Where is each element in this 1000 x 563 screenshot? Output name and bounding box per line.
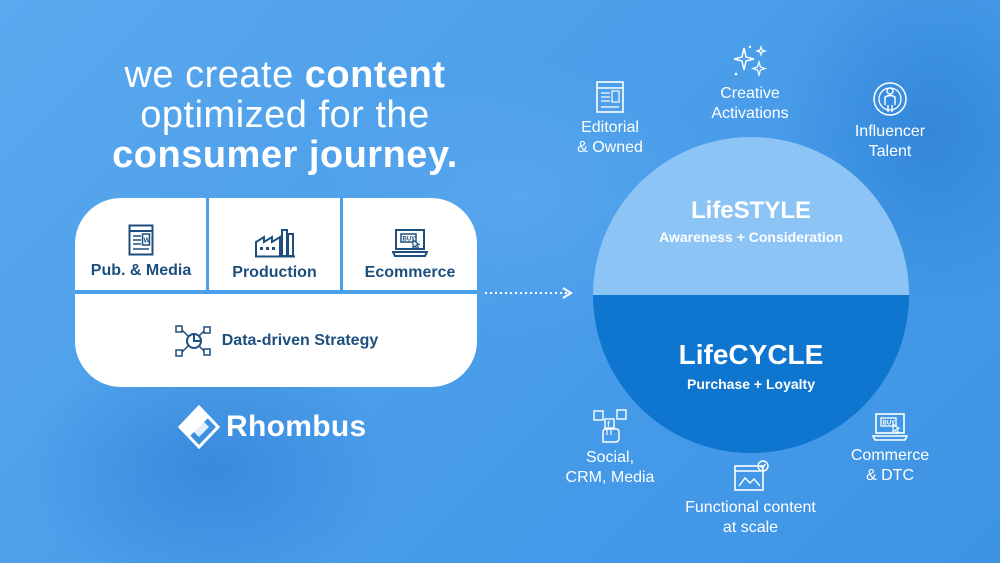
sparkles-icon <box>733 45 768 78</box>
divider <box>206 198 209 293</box>
headline-line-3: consumer journey. <box>112 134 458 176</box>
social-hand-icon: f <box>593 409 627 443</box>
headline-bold-text: content <box>304 54 446 96</box>
svg-text:BUY: BUY <box>883 421 896 427</box>
lifestyle-subtitle: Awareness + Consideration <box>659 229 843 245</box>
service-label: Production <box>232 264 317 281</box>
lifecycle-half <box>593 295 909 453</box>
data-network-icon <box>175 324 211 357</box>
brand-logo: Rhombus <box>178 405 366 449</box>
spoke-creative: Creative Activations <box>695 44 805 124</box>
svg-text:BUY: BUY <box>403 237 416 243</box>
spoke-line-2: CRM, Media <box>565 469 655 486</box>
strategy-label: Data-driven Strategy <box>221 331 379 349</box>
spoke-commerce: BUY Commerce & DTC <box>835 412 945 486</box>
lifecycle-subtitle: Purchase + Loyalty <box>686 376 815 392</box>
spoke-line-2: & Owned <box>577 139 643 156</box>
image-check-icon <box>733 460 769 491</box>
spoke-line-1: Creative <box>720 85 780 102</box>
spoke-editorial: Editorial & Owned <box>560 80 660 158</box>
brand-name: Rhombus <box>226 410 367 443</box>
spoke-line-2: at scale <box>722 519 779 536</box>
lifecycle-circle: LifeSTYLE Awareness + Consideration Life… <box>593 137 909 453</box>
svg-text:f: f <box>607 421 610 428</box>
person-target-icon <box>873 82 907 116</box>
headline-line-2: optimized for the <box>140 94 430 136</box>
spoke-social: f Social, CRM, Media <box>555 408 665 488</box>
spoke-line-2: Activations <box>711 105 789 122</box>
service-pub-media: W Pub. & Media <box>75 198 207 280</box>
spoke-line-1: Functional content <box>685 499 816 516</box>
service-label: Pub. & Media <box>90 262 192 279</box>
spoke-line-1: Social, <box>585 449 635 466</box>
headline-regular-text: we create <box>124 54 305 96</box>
services-panel: W Pub. & Media Production BUY <box>75 198 477 387</box>
service-production: Production <box>209 198 340 282</box>
svg-text:W: W <box>144 238 151 245</box>
article-icon <box>596 81 624 113</box>
divider <box>340 198 343 293</box>
spoke-influencer: Influencer Talent <box>835 80 945 162</box>
spoke-line-2: & DTC <box>866 467 914 484</box>
factory-icon <box>254 229 295 258</box>
headline-line-1: we create content <box>70 55 500 95</box>
lifestyle-half <box>593 137 909 295</box>
lifestyle-title: LifeSTYLE <box>690 197 811 224</box>
spoke-line-1: Influencer <box>854 123 926 140</box>
spoke-line-1: Commerce <box>850 447 930 464</box>
service-label: Ecommerce <box>364 264 456 281</box>
rhombus-logo-icon <box>178 405 220 449</box>
spoke-functional: Functional content at scale <box>663 460 838 538</box>
lifecycle-title: LifeCYCLE <box>678 339 824 370</box>
spoke-line-1: Editorial <box>581 119 639 136</box>
spoke-line-2: Talent <box>868 143 912 160</box>
laptop-buy-icon: BUY <box>872 413 908 441</box>
laptop-buy-icon: BUY <box>392 229 428 257</box>
data-driven-strategy: Data-driven Strategy <box>75 294 477 387</box>
flow-arrow <box>485 287 573 299</box>
headline: we create content optimized for the cons… <box>70 55 500 175</box>
webpage-icon: W <box>128 224 154 256</box>
service-ecommerce: BUY Ecommerce <box>343 198 477 282</box>
divider <box>75 290 477 294</box>
